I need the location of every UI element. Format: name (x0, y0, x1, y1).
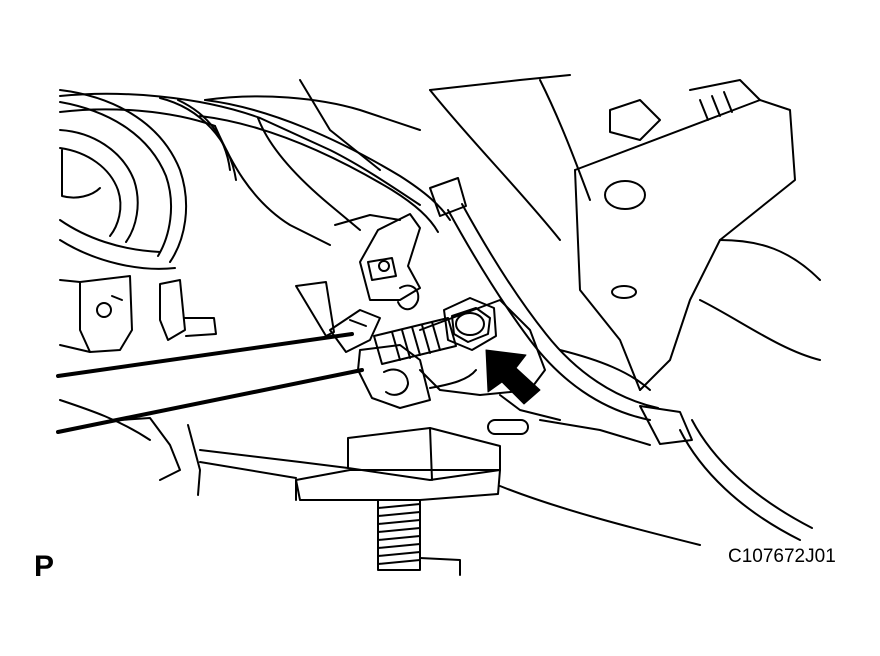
indicator-arrow-icon (485, 349, 541, 405)
mount-plate (419, 299, 561, 435)
left-mount-bracket (59, 275, 217, 496)
jack-stand (199, 427, 701, 576)
threaded-stud (373, 317, 457, 365)
bolt (443, 297, 497, 351)
brake-pipe (199, 99, 813, 541)
figure-code-label: C107672J01 (728, 546, 836, 567)
cable-pair (56, 332, 364, 434)
vehicle-body-panel (59, 74, 591, 246)
lever-bracket (295, 213, 431, 409)
right-gusset-plate (539, 79, 821, 446)
corner-letter-label: P (34, 550, 55, 583)
left-hub-assembly (59, 89, 237, 270)
